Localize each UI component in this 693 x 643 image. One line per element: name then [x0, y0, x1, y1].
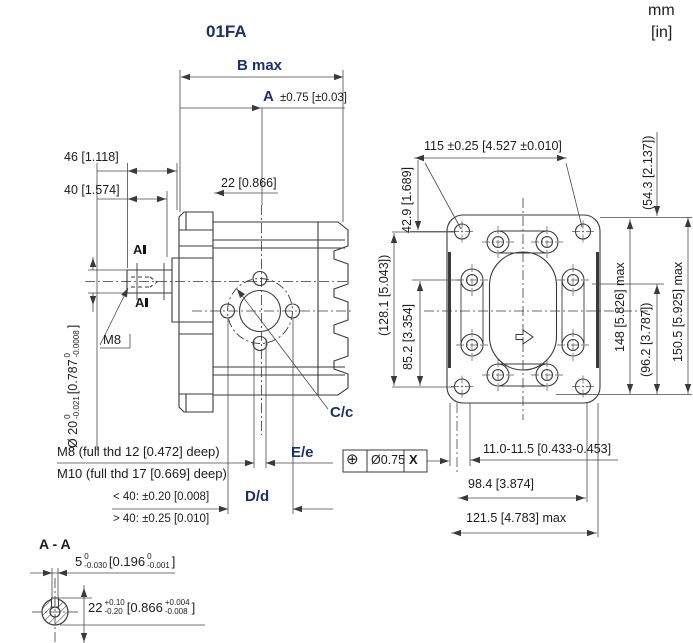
- unit-label-mm: mm: [648, 2, 675, 19]
- dim-115: 115 ±0.25 [4.527 ±0.010]: [424, 139, 562, 153]
- m8-callout: M8: [103, 332, 122, 347]
- dim-54-3: (54.3 [2.137]): [641, 135, 655, 210]
- rear-view-drawing: [424, 198, 648, 420]
- keyway-width-dim: 5 0-0.030 [0.196 0-0.001 ]: [75, 552, 176, 570]
- tolerance-datum: X: [409, 452, 418, 467]
- shaft-keyway-height-dim: 22 +0.10-0.20 [0.866 +0.004-0.008 ]: [88, 598, 196, 616]
- dim-a-tolerance: ±0.75 [±0.03]: [280, 92, 347, 104]
- dim-22: 22 [0.866]: [221, 176, 277, 190]
- dim-148: 148 [5.826] max: [613, 262, 627, 352]
- label-d: D/d: [245, 488, 270, 505]
- dim-b-max: B max: [237, 57, 283, 74]
- section-aa-title: A - A: [39, 536, 71, 552]
- dim-150-5: 150.5 [5.925] max: [671, 261, 685, 362]
- section-aa-drawing: [32, 578, 80, 643]
- section-cut-bar: [145, 298, 149, 307]
- dim-98-4: 98.4 [3.874]: [468, 477, 535, 491]
- section-cut-mark-bottom: A: [135, 295, 149, 310]
- note-tolerance-gt40: > 40: ±0.25 [0.010]: [113, 513, 210, 525]
- note-m8-thread: M8 (full thd 12 [0.472] deep): [57, 444, 220, 459]
- dim-42-9: 42.9 [1.689]: [400, 166, 414, 233]
- shaft-diameter-dim: Ø 20 0-0.021 [0.787 0-0.0008 ]: [63, 324, 81, 448]
- dim-40: 40 [1.574]: [64, 183, 120, 197]
- drawing-title: 01FA: [206, 22, 247, 41]
- side-view-dimensions: [57, 70, 345, 514]
- section-cut-mark-top: A: [133, 242, 147, 257]
- dim-128-1: (128.1 [5.043]): [377, 254, 391, 336]
- dim-11-slot: 11.0-11.5 [0.433-0.453]: [483, 442, 612, 456]
- section-cut-bar: [143, 245, 147, 254]
- dim-a-label: A: [263, 88, 274, 105]
- note-m10-thread: M10 (full thd 17 [0.669] deep): [57, 466, 227, 481]
- dim-121-5: 121.5 [4.783] max: [466, 511, 567, 525]
- tolerance-value: Ø0.75: [371, 453, 406, 467]
- label-c: C/c: [330, 404, 354, 421]
- label-e: E/e: [291, 444, 314, 461]
- position-tolerance-icon: ⊕: [346, 451, 359, 468]
- side-view-drawing: [85, 205, 352, 435]
- unit-label-in: [in]: [651, 24, 673, 41]
- dim-85-2: 85.2 [3.354]: [401, 303, 415, 370]
- dim-96-2: (96.2 [3.787]): [639, 302, 653, 377]
- note-tolerance-lt40: < 40: ±0.20 [0.008]: [113, 491, 210, 503]
- dim-46: 46 [1.118]: [64, 150, 119, 164]
- rear-view-dimensions: [342, 132, 692, 537]
